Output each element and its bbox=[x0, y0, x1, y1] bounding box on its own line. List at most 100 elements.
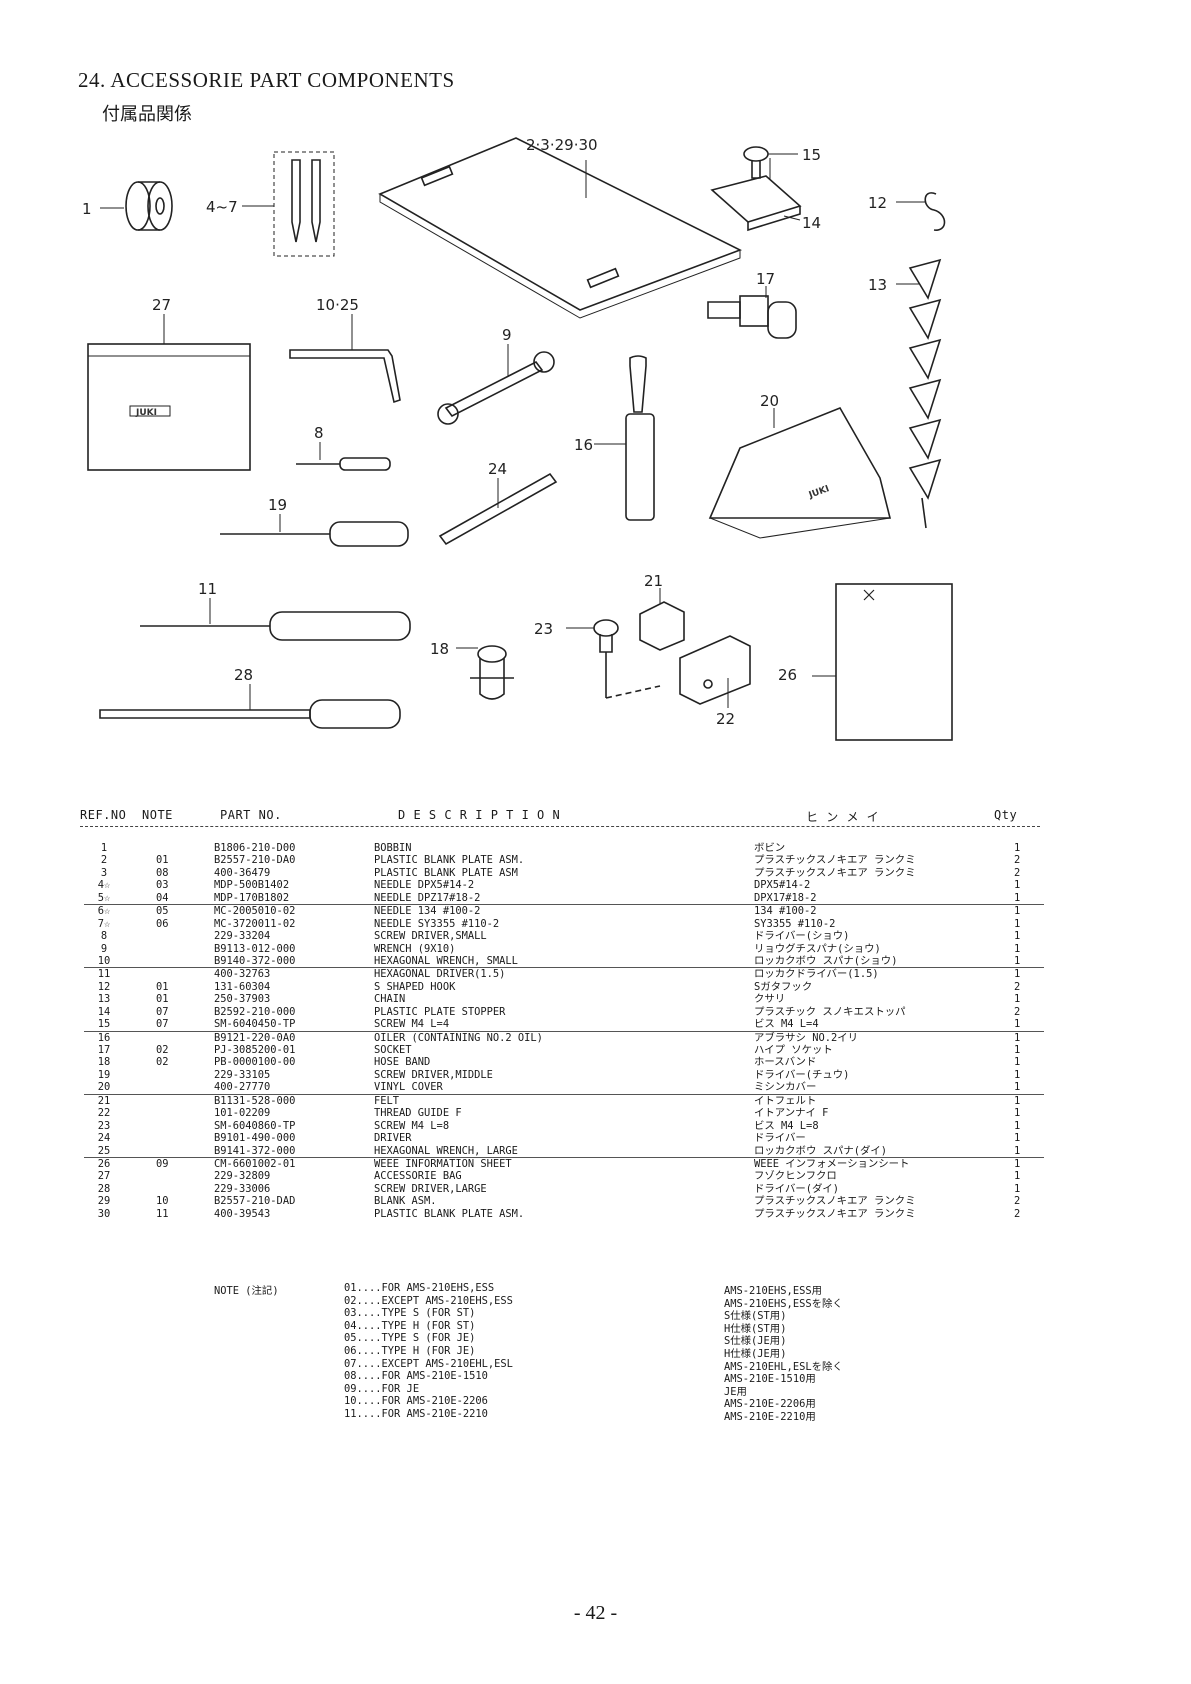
felt-part bbox=[639, 601, 685, 651]
cell-part: 229-33105 bbox=[214, 1068, 271, 1081]
header-hinmei: ヒ ン メ イ bbox=[806, 810, 880, 824]
note-en: 05....TYPE S (FOR JE) bbox=[344, 1332, 476, 1345]
callout-12: 12 bbox=[868, 194, 887, 212]
cell-kana: プラスチック スノキエストッパ bbox=[754, 1005, 906, 1018]
plate-stopper-part bbox=[710, 146, 802, 232]
vinyl-cover-part bbox=[708, 406, 892, 539]
cell-desc: HEXAGONAL DRIVER(1.5) bbox=[374, 968, 506, 981]
note-jp: AMS-210E-2210用 bbox=[724, 1411, 816, 1423]
cell-note: 07 bbox=[156, 1005, 169, 1018]
callout-16: 16 bbox=[574, 436, 593, 454]
callout-23: 23 bbox=[534, 620, 553, 638]
cell-part: 400-39543 bbox=[214, 1207, 271, 1220]
cell-part: 229-33204 bbox=[214, 930, 271, 943]
cell-desc: SOCKET bbox=[374, 1044, 412, 1056]
s-hook-part bbox=[924, 192, 946, 231]
cell-note: 09 bbox=[156, 1157, 169, 1170]
note-en: 08....FOR AMS-210E-1510 bbox=[344, 1370, 488, 1383]
cell-ref: 19 bbox=[97, 1068, 111, 1081]
note-en: 03....TYPE S (FOR ST) bbox=[344, 1307, 476, 1320]
cell-part: 229-33006 bbox=[214, 1182, 271, 1195]
bag-brand-logo: JUKI bbox=[135, 408, 157, 418]
cell-part: MDP-170B1802 bbox=[214, 891, 290, 904]
cell-ref: 25 bbox=[97, 1144, 111, 1157]
table-row: 5☆ 04 MDP-170B1802 NEEDLE DPZ17#18-2 DPX17#1… bbox=[84, 892, 1044, 904]
cell-note: 05 bbox=[156, 905, 169, 918]
callout-14: 14 bbox=[802, 214, 821, 232]
cell-part: 400-27770 bbox=[214, 1081, 271, 1094]
note-en: 11....FOR AMS-210E-2210 bbox=[344, 1408, 488, 1420]
callout-28: 28 bbox=[234, 666, 253, 684]
cell-ref: 12 bbox=[97, 980, 111, 993]
cell-kana: クサリ bbox=[754, 993, 786, 1006]
cell-qty: 1 bbox=[1014, 1157, 1021, 1170]
cell-part: 400-32763 bbox=[214, 968, 271, 981]
cell-kana: DPX5#14-2 bbox=[754, 879, 811, 892]
cell-part: B9101-490-000 bbox=[214, 1132, 296, 1145]
cell-qty: 1 bbox=[1014, 842, 1021, 854]
cell-note: 07 bbox=[156, 1018, 169, 1031]
cell-note: 01 bbox=[156, 993, 169, 1006]
cell-qty: 1 bbox=[1014, 942, 1021, 955]
cell-note: 04 bbox=[156, 891, 169, 904]
cell-part: B9121-220-0A0 bbox=[214, 1031, 296, 1044]
cell-ref: 15 bbox=[97, 1018, 111, 1031]
cell-note: 11 bbox=[156, 1207, 169, 1220]
cell-ref: 11 bbox=[97, 968, 111, 981]
cell-qty: 1 bbox=[1014, 954, 1021, 967]
note-en: 02....EXCEPT AMS-210EHS,ESS bbox=[344, 1294, 513, 1307]
notes-label: NOTE (注記) bbox=[214, 1285, 279, 1297]
medium-screwdriver-part bbox=[220, 521, 409, 547]
note-jp: AMS-210E-2206用 bbox=[724, 1398, 816, 1411]
cell-qty: 1 bbox=[1014, 968, 1021, 981]
cell-ref: 9 bbox=[100, 942, 108, 955]
cell-ref: 29 bbox=[97, 1195, 111, 1208]
header-ref-no: REF.NO bbox=[80, 808, 127, 822]
page-number: - 42 - bbox=[573, 1602, 618, 1624]
cell-part: B1131-528-000 bbox=[214, 1094, 296, 1107]
cell-desc: SCREW M4 L=4 bbox=[374, 1018, 450, 1031]
cell-kana: ロッカクボウ スパナ(ダイ) bbox=[754, 1144, 888, 1157]
spanner-wrench-part bbox=[437, 351, 555, 425]
cell-kana: ホースバンド bbox=[754, 1056, 817, 1069]
note-en: 06....TYPE H (FOR JE) bbox=[344, 1345, 476, 1357]
cell-kana: アブラサシ NO.2イリ bbox=[754, 1031, 859, 1044]
callout-11: 11 bbox=[198, 580, 217, 598]
cell-ref: 5☆ bbox=[97, 891, 111, 904]
cell-ref: 27 bbox=[97, 1170, 111, 1183]
cell-desc: NEEDLE DPZ17#18-2 bbox=[374, 891, 481, 904]
hex-driver-part bbox=[140, 611, 411, 641]
cell-part: B9140-372-000 bbox=[214, 954, 296, 967]
cell-desc: WEEE INFORMATION SHEET bbox=[374, 1157, 512, 1170]
cell-qty: 1 bbox=[1014, 1170, 1021, 1183]
callout-24: 24 bbox=[488, 460, 507, 478]
cell-note: 03 bbox=[156, 879, 169, 892]
cell-ref: 14 bbox=[97, 1005, 111, 1018]
cell-part: SM-6040860-TP bbox=[214, 1119, 296, 1132]
cell-qty: 1 bbox=[1014, 1081, 1021, 1094]
chain-part bbox=[908, 258, 942, 529]
cell-note: 02 bbox=[156, 1044, 169, 1056]
cell-qty: 1 bbox=[1014, 1144, 1021, 1157]
callout-9: 9 bbox=[502, 326, 512, 344]
callout-13: 13 bbox=[868, 276, 887, 294]
cell-part: PJ-3085200-01 bbox=[214, 1044, 296, 1056]
note-en: 01....FOR AMS-210EHS,ESS bbox=[344, 1282, 495, 1294]
cell-kana: DPX17#18-2 bbox=[754, 891, 817, 904]
cell-note: 08 bbox=[156, 866, 169, 879]
thread-guide-part bbox=[679, 635, 751, 705]
